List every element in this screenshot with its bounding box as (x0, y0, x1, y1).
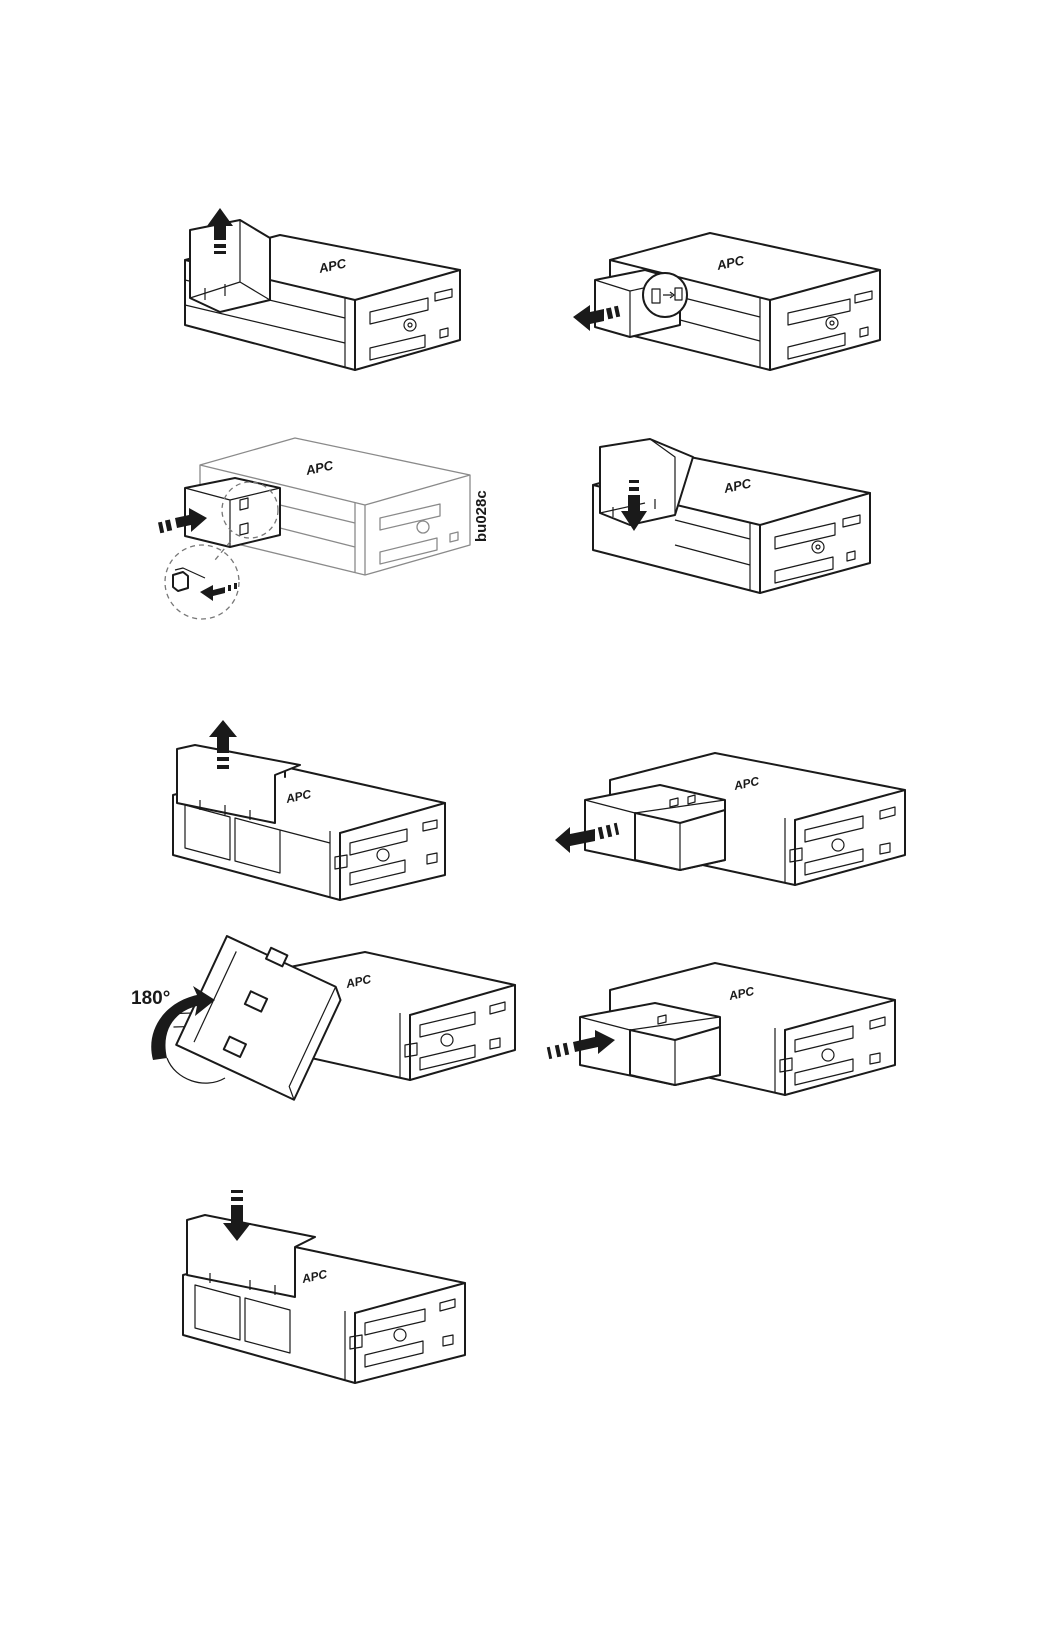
apc-logo: APC (727, 984, 756, 1003)
ups-illustration: APC (165, 715, 455, 905)
figure-b1-remove-cover: APC (165, 715, 455, 905)
apc-logo: APC (732, 774, 761, 793)
ups-illustration: APC (125, 940, 520, 1100)
apc-logo: APC (344, 972, 373, 991)
apc-logo: APC (300, 1267, 329, 1286)
figure-a2-pull-battery: APC (570, 225, 890, 385)
ups-illustration: APC (585, 435, 880, 600)
figure-a4-replace-cover: APC (585, 435, 880, 600)
figure-b2-pull-batteries: APC (550, 745, 910, 895)
apc-logo: APC (722, 475, 754, 496)
apc-logo: APC (304, 457, 336, 478)
ups-illustration: APC (170, 200, 470, 380)
rotation-angle-label: 180° (131, 988, 170, 1010)
figure-a3-insert-battery: APC bu028c (155, 430, 495, 630)
apc-logo: APC (317, 255, 349, 276)
figure-code-label: bu028c (473, 490, 490, 542)
apc-logo: APC (284, 787, 313, 806)
figure-a1-remove-cover: APC (170, 200, 470, 380)
ups-illustration: APC (570, 225, 890, 385)
figure-b3-rotate-cover: APC 180° (125, 940, 520, 1100)
ups-illustration: APC (540, 955, 900, 1105)
apc-logo: APC (715, 252, 747, 273)
ups-illustration: APC (155, 430, 495, 630)
figure-b5-replace-cover: APC (175, 1185, 475, 1385)
figure-b4-insert-batteries: APC (540, 955, 900, 1105)
ups-illustration: APC (550, 745, 910, 895)
ups-illustration: APC (175, 1185, 475, 1385)
